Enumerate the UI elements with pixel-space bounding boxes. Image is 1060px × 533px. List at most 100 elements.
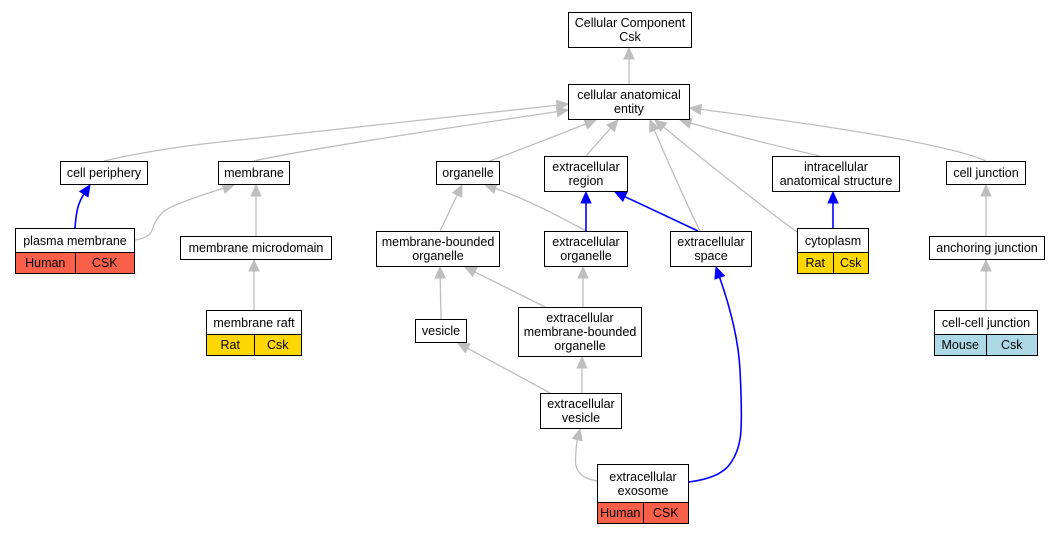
go-term-organelle[interactable]: organelle [436,161,500,185]
edge-line [439,277,442,320]
go-term-label: organelle [442,166,494,180]
gene-label: CSK [642,503,689,523]
edge-line [690,122,821,157]
species-label: Human [25,256,66,270]
gene-label: Csk [985,335,1038,355]
annotation-row: Rat Csk [207,334,301,355]
edge-extracellular-space-to-cellular-anatomical-entity [649,118,701,232]
go-term-cellular-component[interactable]: Cellular Component Csk [568,12,692,48]
gene-label: Csk [253,335,302,355]
annotation-row: Human CSK [16,252,134,273]
edge-plasma-membrane-to-membrane [134,182,236,241]
go-term-label: membrane microdomain [188,241,324,255]
edge-line [74,193,85,229]
species-label: Human [600,506,641,520]
arrowhead-icon [456,342,471,354]
edge-organelle-to-cellular-anatomical-entity [489,118,598,162]
arrowhead-icon [577,265,589,279]
species-label: Mouse [941,338,980,352]
edge-extracellular-exosome-to-extracellular-vesicle [571,427,598,482]
edge-extracellular-membrane-bounded-organelle-to-extracellular-organelle [577,265,589,307]
edge-line [253,110,558,162]
edge-line [467,347,551,394]
go-term-anchoring-junction[interactable]: anchoring junction [929,236,1045,260]
go-term-extracellular-space[interactable]: extracellular space [670,231,752,267]
arrowhead-icon [571,427,583,442]
go-term-extracellular-region[interactable]: extracellular region [544,156,628,192]
go-term-cellular-anatomical-entity[interactable]: cellular anatomical entity [568,84,690,120]
go-term-label: anchoring junction [936,241,1038,255]
go-term-vesicle[interactable]: vesicle [415,319,467,343]
go-term-label: extracellular region [552,160,620,188]
edge-membrane-bounded-organelle-to-organelle [439,183,463,232]
arrowhead-icon [654,119,668,132]
go-term-label: cell periphery [66,166,142,180]
go-term-label: extracellular exosome [609,469,677,498]
edge-membrane-microdomain-to-membrane [250,183,262,236]
arrowhead-icon [576,355,588,369]
go-term-label: cell-cell junction [941,315,1031,330]
arrowhead-icon [434,265,446,279]
arrowhead-icon [980,258,992,272]
edge-vesicle-to-membrane-bounded-organelle [434,265,446,320]
go-term-label: cell junction [953,166,1019,180]
go-term-extracellular-organelle[interactable]: extracellular organelle [544,231,628,267]
go-term-label: membrane raft [213,315,295,330]
go-term-cell-periphery[interactable]: cell periphery [60,161,148,185]
go-term-extracellular-membrane-bounded-organelle[interactable]: extracellular membrane-bounded organelle [518,307,642,357]
go-term-label: membrane-bounded organelle [381,235,495,263]
go-term-cell-junction[interactable]: cell junction [946,161,1026,185]
edge-line [653,129,701,232]
edge-line [489,123,586,162]
edge-extracellular-vesicle-to-extracellular-membrane-bounded-organelle [576,355,588,393]
arrowhead-icon [451,183,463,198]
go-term-membrane-bounded-organelle[interactable]: membrane-bounded organelle [376,231,500,267]
edge-line [103,104,558,162]
gene-label: Csk [832,253,869,273]
edge-line [585,127,612,157]
edge-line [134,187,224,241]
go-term-label: membrane [224,166,284,180]
go-term-label: extracellular vesicle [547,397,615,425]
edge-anchoring-junction-to-cell-junction [980,183,992,236]
go-term-label: extracellular space [677,235,745,263]
go-term-intracellular-anatomical-structure[interactable]: intracellular anatomical structure [772,156,900,192]
arrowhead-icon [463,266,478,278]
go-term-membrane[interactable]: membrane [218,161,290,185]
edge-cellular-anatomical-entity-to-cellular-component [623,46,635,84]
edge-membrane-raft-to-membrane-microdomain [248,258,260,310]
edge-line [688,277,743,483]
arrowhead-icon [623,46,635,60]
species-label: Rat [220,338,240,352]
go-term-extracellular-vesicle[interactable]: extracellular vesicle [540,393,622,429]
edge-line [495,187,587,232]
go-term-label: extracellular membrane-bounded organelle [523,311,637,353]
edge-line [663,126,798,233]
go-term-label: intracellular anatomical structure [779,160,893,188]
arrowhead-icon [483,183,498,195]
edge-line [700,108,987,162]
go-term-label: Cellular Component Csk [574,16,686,44]
edge-plasma-membrane-to-cell-periphery [74,183,91,229]
edge-line [574,439,598,482]
edge-extracellular-space-to-extracellular-region [613,191,699,232]
edge-line [624,195,699,232]
go-term-membrane-microdomain[interactable]: membrane microdomain [180,236,332,260]
edge-intracellular-anatomical-structure-to-cellular-anatomical-entity [678,117,821,157]
edge-cell-cell-junction-to-anchoring-junction [980,258,992,310]
edge-extracellular-region-to-cellular-anatomical-entity [585,119,619,157]
annotation-row: Mouse Csk [935,334,1037,355]
arrowhead-icon [980,183,992,197]
edge-membrane-to-cellular-anatomical-entity [253,105,570,162]
arrowhead-icon [649,118,660,133]
arrowhead-icon [248,258,260,272]
gene-label: CSK [74,253,135,273]
arrowhead-icon [580,190,592,204]
